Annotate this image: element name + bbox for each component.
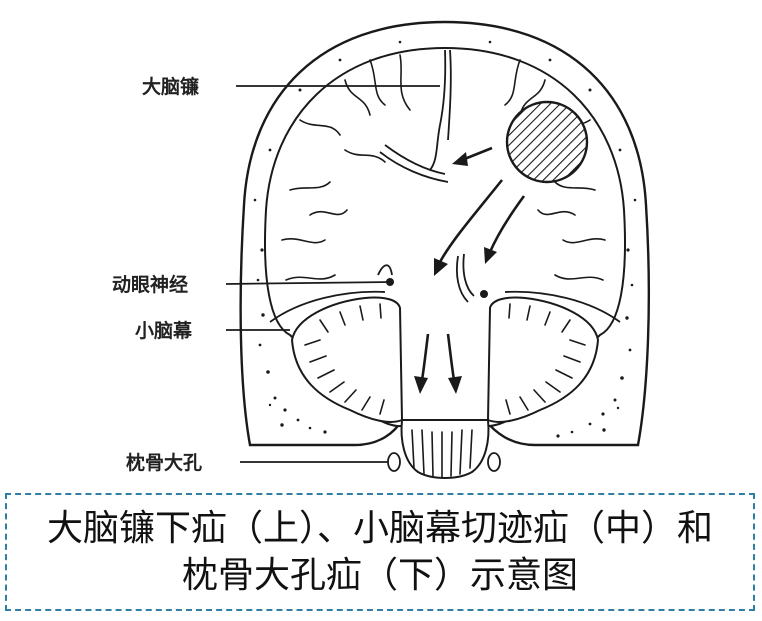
falx-branch bbox=[447, 49, 452, 141]
label-falx: 大脑镰 bbox=[142, 75, 200, 98]
mass-lesion bbox=[505, 100, 589, 184]
tentorium-left bbox=[269, 290, 386, 323]
bone-texture bbox=[253, 40, 637, 438]
caption-box: 大脑镰下疝（上）、小脑幕切迹疝（中）和 枕骨大孔疝（下）示意图 bbox=[5, 493, 755, 611]
oculomotor-nerve-right-dot bbox=[480, 290, 488, 298]
herniation-arrows bbox=[414, 146, 526, 394]
cerebellar-folia bbox=[304, 303, 586, 415]
cortical-gyri bbox=[281, 54, 606, 281]
label-foramen: 枕骨大孔 bbox=[126, 451, 202, 474]
caption-line-2: 枕骨大孔疝（下）示意图 bbox=[181, 555, 578, 596]
leader-oculomotor bbox=[225, 281, 391, 285]
uncus-edge bbox=[462, 253, 475, 297]
caption-line-1: 大脑镰下疝（上）、小脑幕切迹疝（中）和 bbox=[46, 508, 713, 549]
label-tentorium: 小脑幕 bbox=[135, 319, 193, 342]
uncus bbox=[455, 255, 469, 303]
oculomotor-nerve-left bbox=[377, 264, 393, 276]
label-oculomotor: 动眼神经 bbox=[112, 273, 188, 296]
tentorium-right bbox=[504, 290, 621, 323]
tonsil-herniation bbox=[400, 419, 490, 479]
vertebral-artery-left bbox=[387, 452, 401, 472]
cingulate-herniation-inner bbox=[384, 144, 446, 175]
vertebral-artery-right bbox=[487, 452, 501, 472]
tonsil-folds bbox=[411, 429, 473, 478]
falx-cerebri bbox=[429, 49, 447, 171]
cingulate-herniation bbox=[379, 151, 449, 183]
